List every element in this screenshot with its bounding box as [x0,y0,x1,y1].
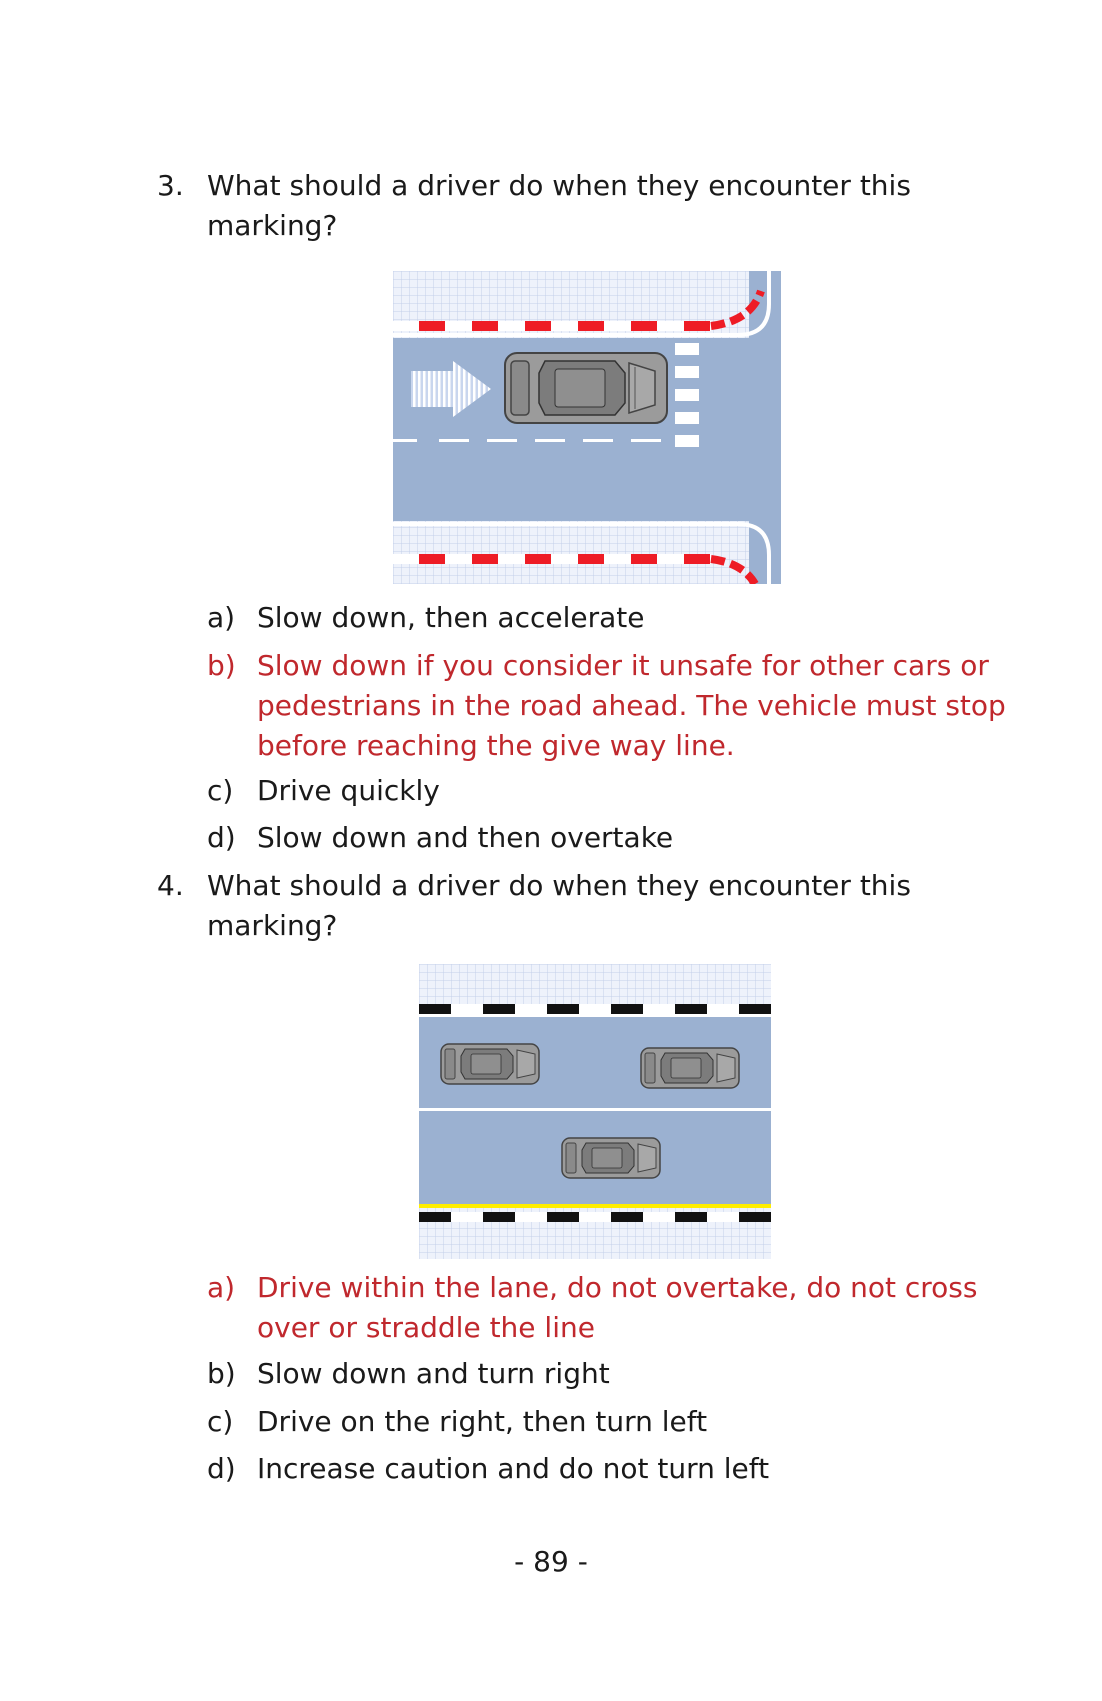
option-text: Drive on the right, then turn left [257,1405,708,1438]
car-icon [640,1047,740,1089]
option-text: Drive quickly [257,774,440,807]
option-text: Slow down and then overtake [257,821,674,854]
car-icon [561,1137,661,1179]
car-icon [440,1043,540,1085]
option-label: a) [207,601,236,634]
option-text: Drive within the lane, do not overtake, … [257,1271,978,1344]
car-icon [504,352,668,424]
question-number: 3. [157,169,184,202]
option-label: c) [207,774,234,807]
question-number: 4. [157,869,184,902]
page-number: - 89 - [514,1545,588,1578]
option-label: d) [207,1452,236,1485]
option-text: Slow down if you consider it unsafe for … [257,649,1006,762]
figure-lane-marking [419,964,771,1259]
option-label: d) [207,821,236,854]
option-label: b) [207,649,236,682]
option-label: a) [207,1271,236,1304]
option-text: Increase caution and do not turn left [257,1452,770,1485]
option-label: c) [207,1405,234,1438]
question-text: What should a driver do when they encoun… [207,169,911,242]
figure-give-way-marking [393,271,781,584]
option-label: b) [207,1357,236,1390]
direction-arrow-icon [411,361,491,417]
question-text: What should a driver do when they encoun… [207,869,911,942]
option-text: Slow down, then accelerate [257,601,645,634]
option-text: Slow down and turn right [257,1357,610,1390]
